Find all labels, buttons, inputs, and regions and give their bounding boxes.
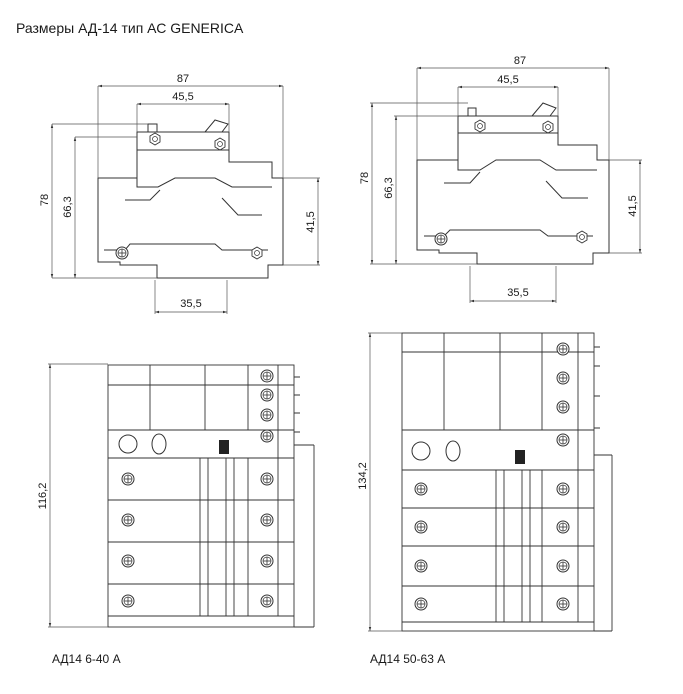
side-view-left: 87 45,5 78 66,3 41,5 35,5 — [39, 73, 320, 314]
dim-height-body: 66,3 — [383, 177, 395, 198]
front-view-left: 116,2 — [37, 363, 315, 628]
dim-height-front: 116,2 — [37, 483, 49, 510]
dim-width-top: 45,5 — [172, 91, 193, 103]
dim-width-top: 45,5 — [497, 74, 518, 86]
caption-right: АД14 50-63 А — [370, 652, 446, 666]
side-view-right: 87 45,5 78 66,3 41,5 35,5 — [359, 55, 642, 303]
dim-height-body: 66,3 — [62, 196, 74, 217]
dim-height-total: 78 — [359, 172, 371, 184]
dim-width-total: 87 — [514, 55, 526, 67]
page-title: Размеры АД-14 тип АС GENERICA — [16, 20, 244, 36]
dim-height-total: 78 — [39, 194, 51, 206]
dim-width-rail: 35,5 — [180, 298, 201, 310]
dim-height-front: 134,2 — [357, 462, 369, 490]
front-view-right: 134,2 — [357, 332, 613, 632]
dim-width-total: 87 — [177, 73, 189, 85]
dim-width-rail: 35,5 — [507, 287, 528, 299]
dim-height-rail: 41,5 — [627, 195, 639, 216]
dim-height-rail: 41,5 — [305, 211, 317, 232]
caption-left: АД14 6-40 А — [52, 652, 121, 666]
